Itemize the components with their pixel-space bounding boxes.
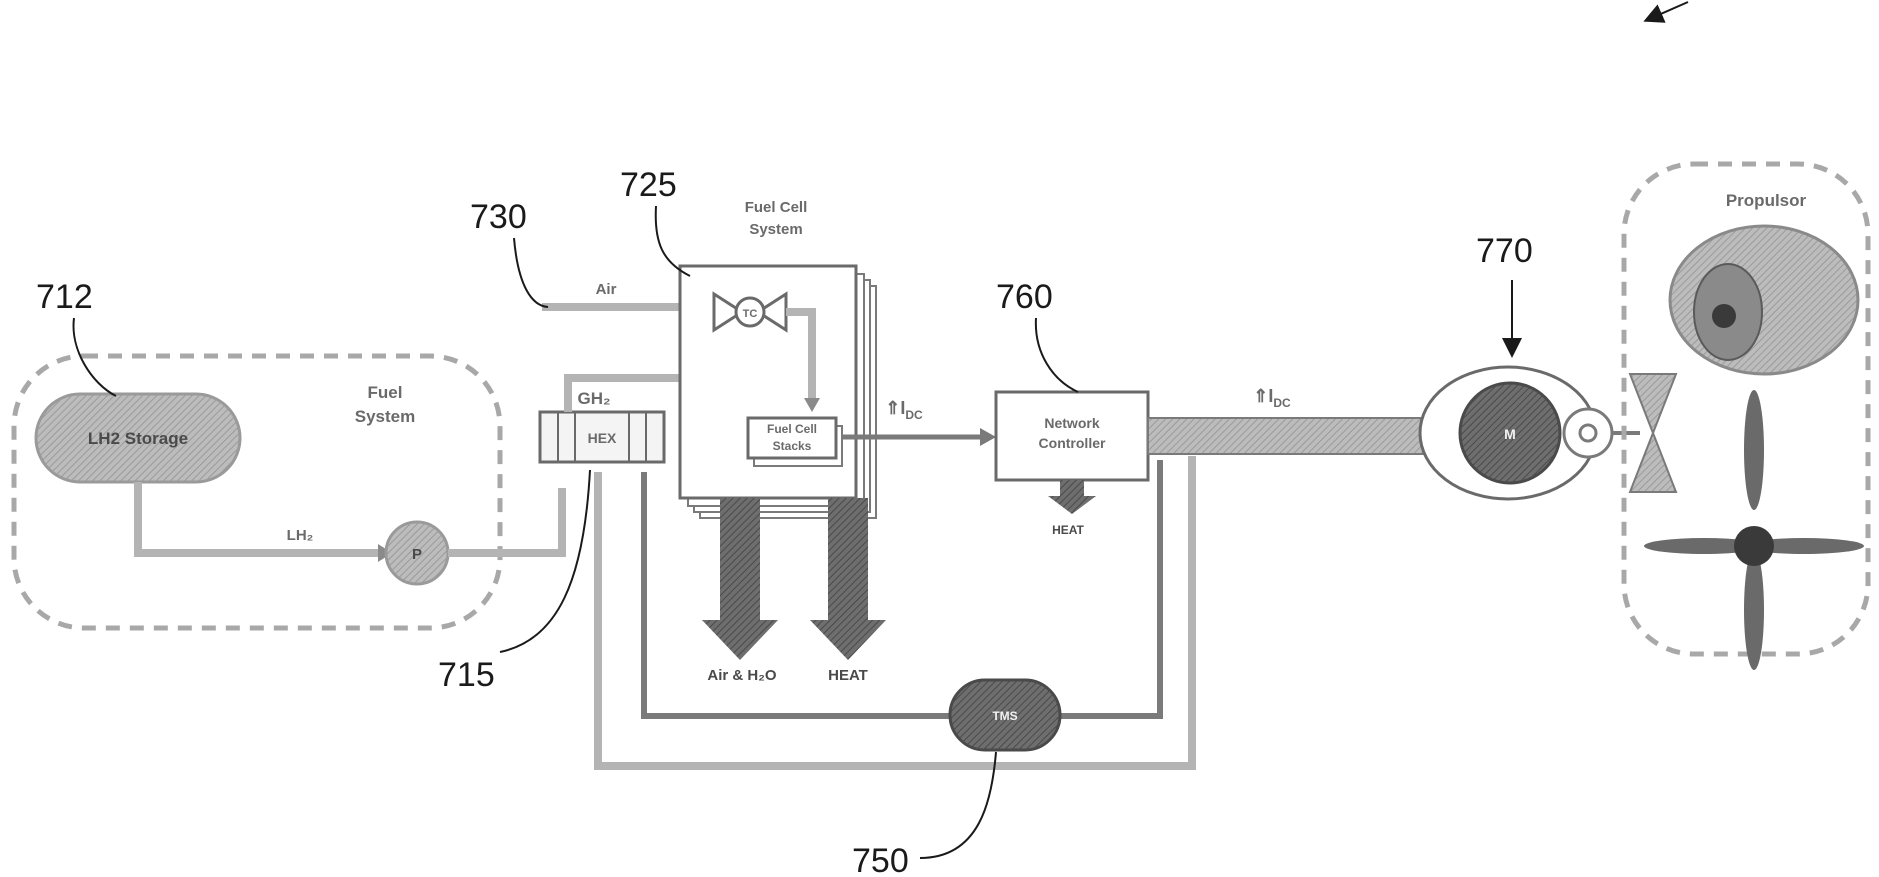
current-dc-2-subscript: DC bbox=[1273, 396, 1291, 410]
controller-heat-arrow bbox=[1048, 480, 1096, 514]
network-controller-label-line2: Controller bbox=[1039, 435, 1106, 451]
fan-blade-top bbox=[1630, 374, 1676, 433]
compressor-label: TC bbox=[743, 308, 758, 320]
network-controller-label-line1: Network bbox=[1044, 415, 1099, 431]
propulsor-group: Propulsor bbox=[1624, 164, 1868, 670]
propeller-hub bbox=[1734, 526, 1774, 566]
network-controller-group: Network Controller HEAT bbox=[996, 392, 1148, 537]
heat-exhaust-label: HEAT bbox=[828, 667, 868, 684]
lh2-feed-line bbox=[138, 482, 386, 553]
figure-leader-arrow bbox=[1647, 2, 1688, 20]
ref-730: 730 bbox=[470, 198, 527, 236]
fuel-system-label-line2: System bbox=[355, 407, 415, 426]
pump-label: P bbox=[412, 546, 422, 563]
current-dc-1-subscript: DC bbox=[905, 408, 923, 422]
current-dc-1-symbol: ⇑I bbox=[885, 398, 905, 418]
fuel-cell-system: Fuel Cell System TC Fuel Cell Stacks Air… bbox=[680, 199, 886, 684]
fuel-system-label-line1: Fuel bbox=[368, 383, 403, 402]
leader-715 bbox=[500, 470, 590, 652]
ref-725: 725 bbox=[620, 166, 677, 204]
fan-blade-bottom bbox=[1630, 433, 1676, 492]
stack-to-controller-arrow bbox=[980, 428, 996, 446]
heat-exhaust-arrow bbox=[810, 498, 886, 660]
lh2-flow-label: LH₂ bbox=[287, 527, 314, 544]
dc-bus-controller-to-motor: ⇑IDC bbox=[1148, 386, 1458, 454]
ref-770: 770 bbox=[1476, 232, 1533, 270]
current-dc-2-symbol: ⇑I bbox=[1253, 386, 1273, 406]
propulsor-label: Propulsor bbox=[1726, 191, 1807, 210]
air-h2o-label: Air & H₂O bbox=[707, 667, 777, 684]
ducted-fan-hub bbox=[1712, 304, 1736, 328]
ref-760: 760 bbox=[996, 278, 1053, 316]
ref-712: 712 bbox=[36, 278, 93, 316]
gh2-label: GH₂ bbox=[577, 389, 610, 408]
propeller-illustration bbox=[1644, 390, 1864, 670]
leader-760 bbox=[1036, 318, 1078, 392]
pump-to-hex-line bbox=[448, 488, 562, 553]
lh2-storage-label: LH2 Storage bbox=[88, 429, 188, 448]
ref-750: 750 bbox=[852, 842, 909, 877]
hex-label: HEX bbox=[588, 430, 617, 446]
fuel-cell-stacks-label-line2: Stacks bbox=[773, 439, 812, 453]
fuel-cell-system-label-line2: System bbox=[749, 221, 802, 238]
fuel-cell-stacks-label-line1: Fuel Cell bbox=[767, 422, 817, 436]
dc-bus bbox=[1148, 418, 1458, 454]
current-dc-2-label: ⇑IDC bbox=[1253, 386, 1291, 410]
controller-heat-label: HEAT bbox=[1052, 523, 1084, 537]
air-h2o-exhaust-arrow bbox=[702, 498, 778, 660]
motor-group: M bbox=[1420, 367, 1676, 499]
gearbox bbox=[1564, 409, 1612, 457]
fuel-system: Fuel System LH2 Storage LH₂ P bbox=[14, 356, 562, 628]
air-label: Air bbox=[596, 281, 617, 298]
current-dc-1-label: ⇑IDC bbox=[885, 398, 923, 422]
motor-label: M bbox=[1504, 426, 1516, 442]
radiator-label: TMS bbox=[992, 709, 1017, 723]
leader-730 bbox=[514, 238, 548, 307]
fuel-cell-system-label-line1: Fuel Cell bbox=[745, 199, 808, 216]
ref-715: 715 bbox=[438, 656, 495, 694]
